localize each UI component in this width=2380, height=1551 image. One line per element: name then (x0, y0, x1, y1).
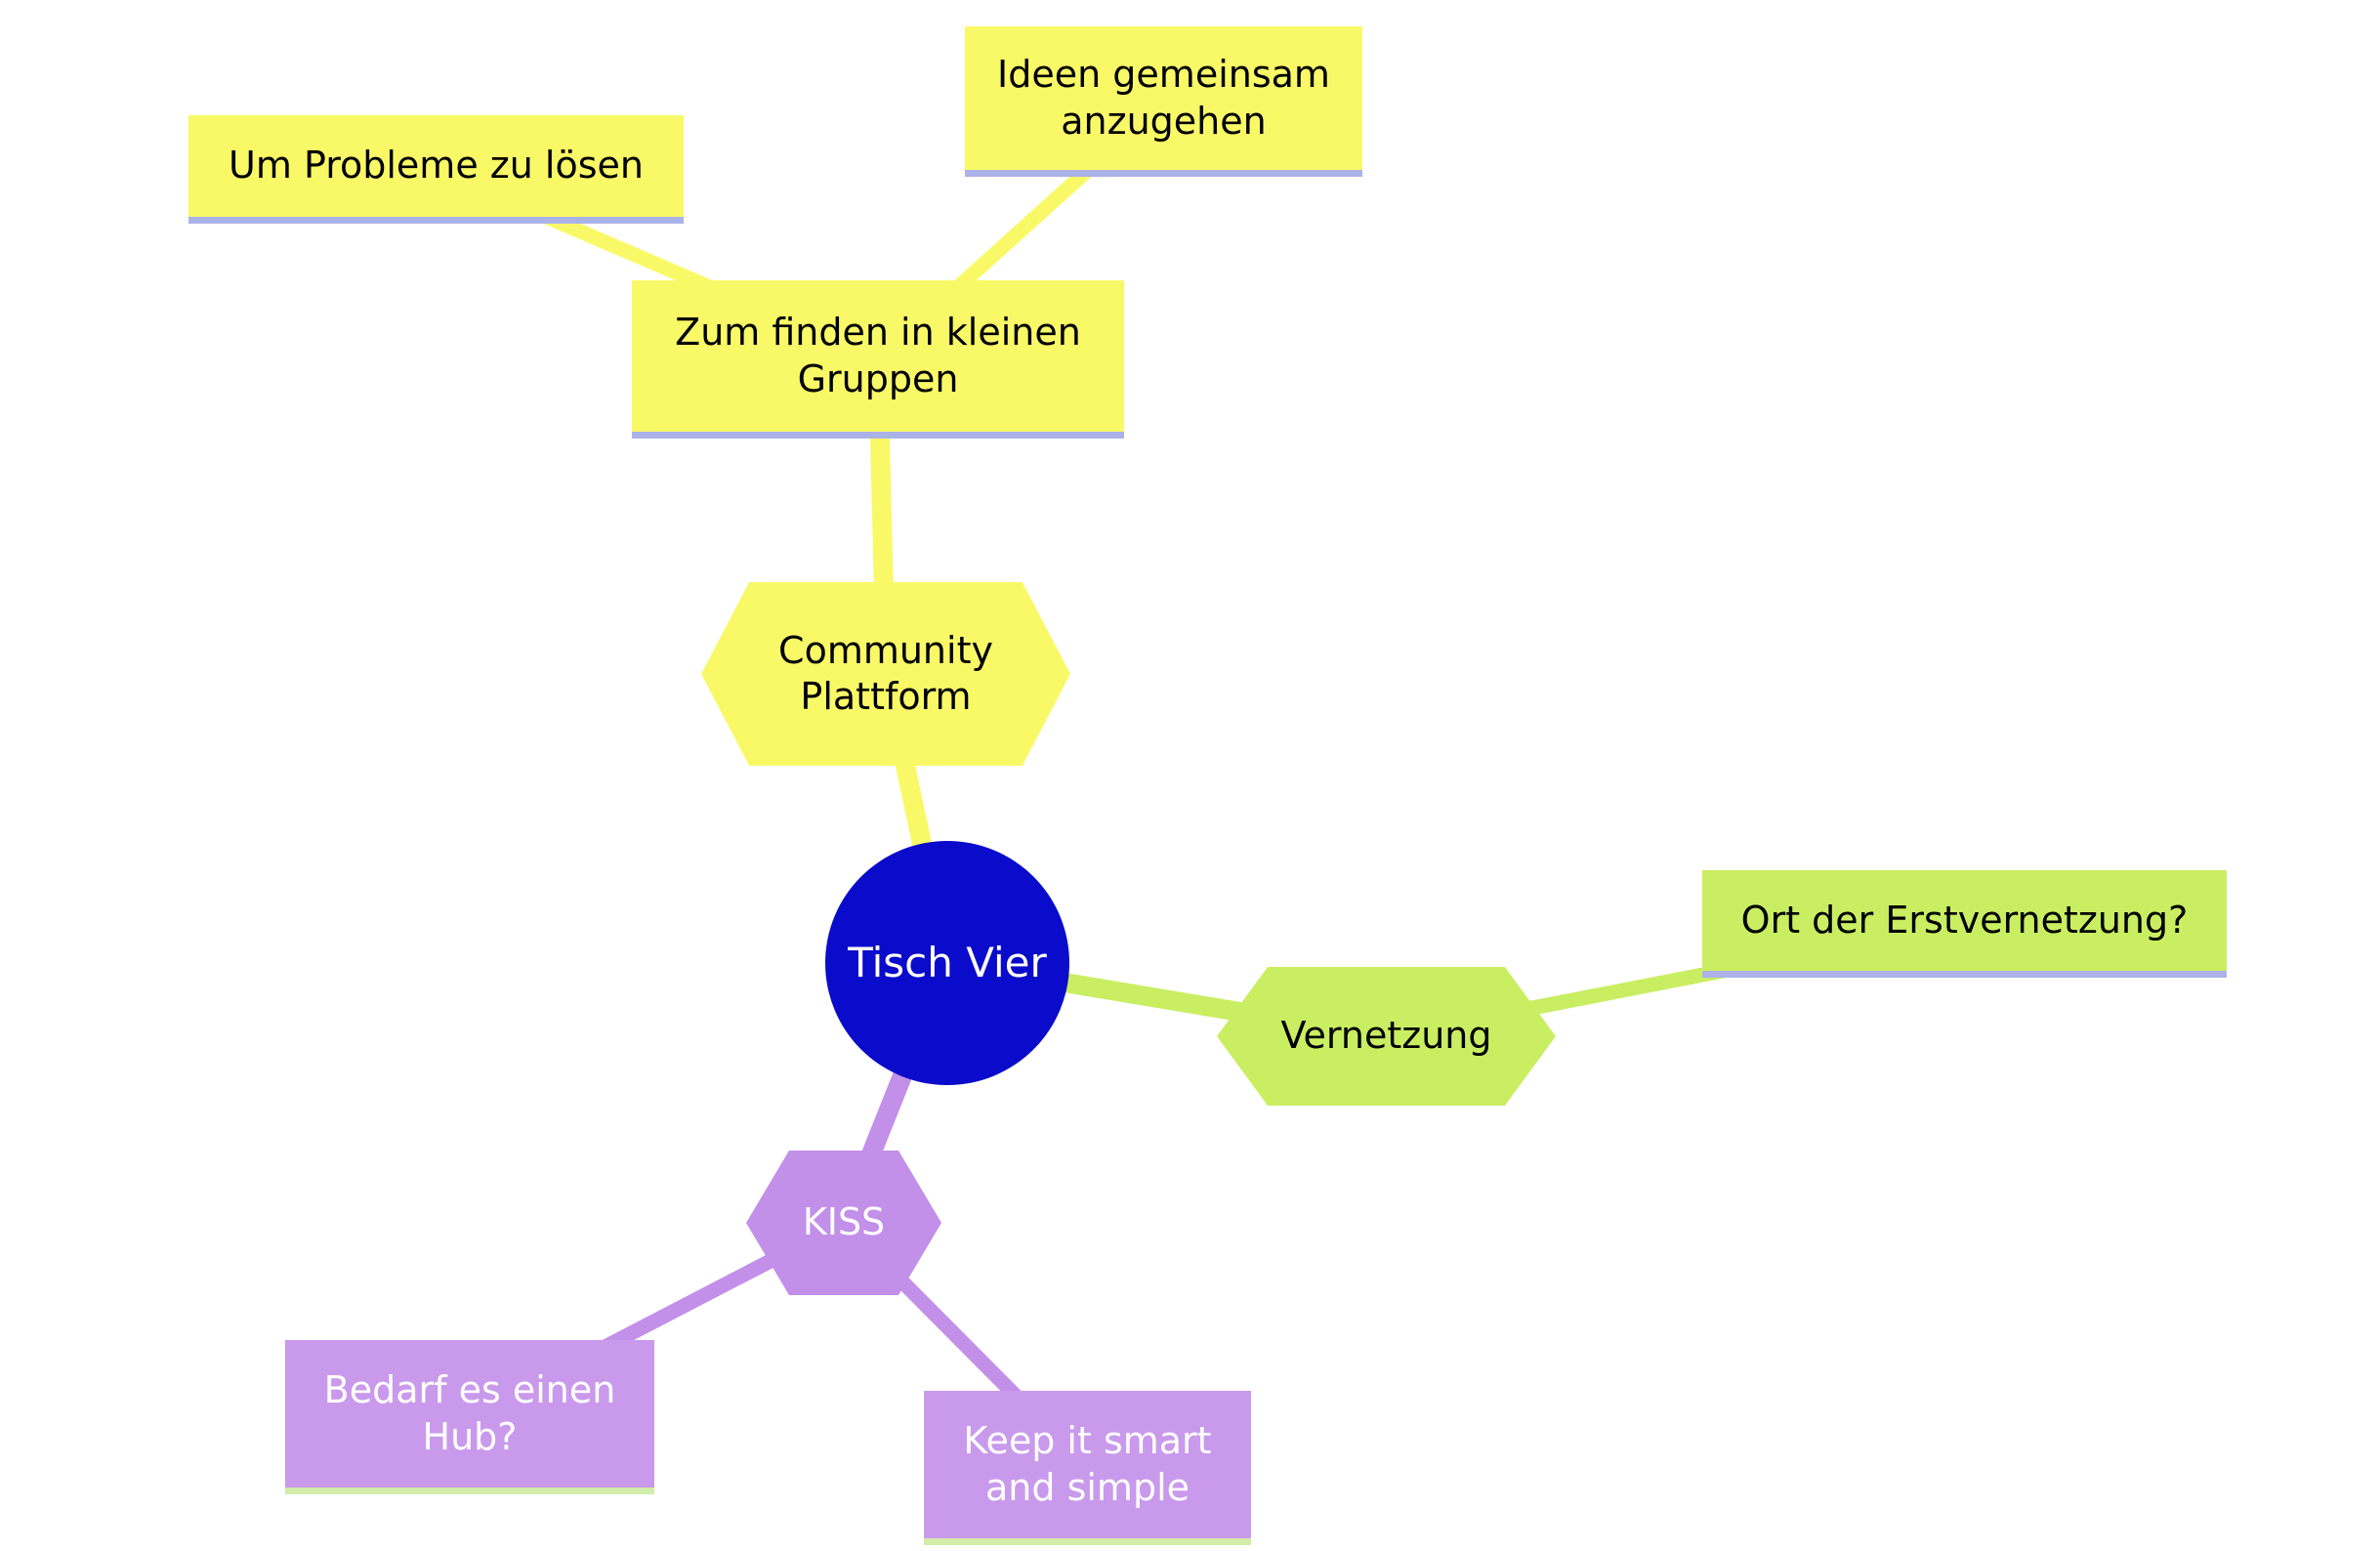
node-keep-it-smart[interactable]: Keep it smart and simple (924, 1391, 1251, 1545)
node-label: Bedarf es einen Hub? (323, 1368, 616, 1458)
node-label: KISS (802, 1200, 886, 1244)
node-ort-der-erstvernetzung[interactable]: Ort der Erstvernetzung? (1702, 870, 2227, 978)
node-label: Ort der Erstvernetzung? (1740, 898, 2189, 942)
node-ideen-gemeinsam[interactable]: Ideen gemeinsam anzugehen (965, 26, 1362, 177)
node-kiss[interactable]: KISS (746, 1151, 941, 1295)
node-zum-finden[interactable]: Zum finden in kleinen Gruppen (632, 280, 1124, 439)
node-label: Ideen gemeinsam anzugehen (997, 53, 1330, 143)
node-label: Vernetzung (1280, 1014, 1492, 1058)
node-label: Tisch Vier (848, 938, 1047, 986)
node-bedarf-hub[interactable]: Bedarf es einen Hub? (285, 1340, 654, 1494)
node-um-probleme[interactable]: Um Probleme zu lösen (188, 115, 684, 224)
node-label: Um Probleme zu lösen (229, 144, 644, 188)
node-community-plattform[interactable]: Community Plattform (701, 582, 1070, 766)
node-vernetzung[interactable]: Vernetzung (1217, 967, 1556, 1106)
node-label: Zum finden in kleinen Gruppen (675, 311, 1081, 400)
node-label: Keep it smart and simple (963, 1419, 1212, 1509)
node-tisch-vier[interactable]: Tisch Vier (825, 841, 1069, 1085)
node-label: Community Plattform (778, 628, 993, 719)
